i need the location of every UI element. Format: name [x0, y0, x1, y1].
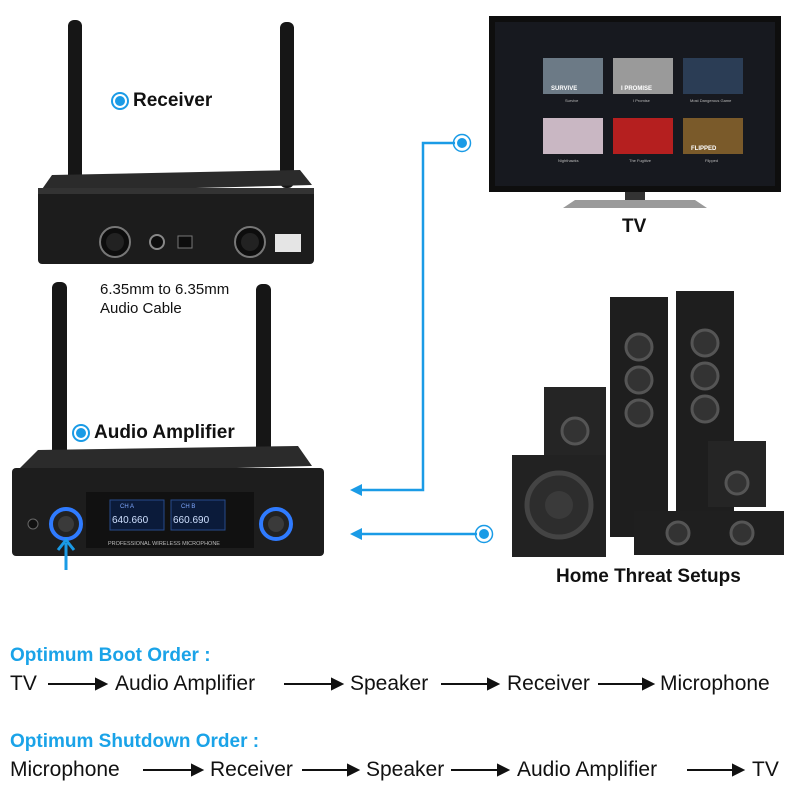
amplifier-marker-icon	[76, 428, 86, 438]
amp-brand: PROFESSIONAL WIRELESS MICROPHONE	[108, 541, 220, 547]
shutdown-step-2: Receiver	[210, 758, 293, 781]
boot-step-3: Speaker	[350, 672, 429, 695]
amplifier-label: Audio Amplifier	[94, 422, 235, 443]
speaker-connection-arrow	[350, 528, 362, 540]
tv-tile-4	[543, 118, 603, 154]
tv-caption-4: Nighthawks	[558, 158, 579, 163]
tv-tile-3	[683, 58, 743, 94]
tv-connection-dot	[455, 136, 469, 150]
receiver-label-group: Receiver	[115, 90, 212, 112]
tv-tile-5	[613, 118, 673, 154]
receiver-marker-icon	[115, 96, 125, 106]
boot-step-5: Microphone	[660, 672, 770, 695]
tv-caption-2: I Promise	[633, 98, 651, 103]
tv-tile-6-title: FLIPPED	[691, 146, 717, 152]
amplifier-antenna-left	[52, 282, 67, 460]
amplifier-device: CH A CH B 640.660 660.690 PROFESSIONAL W…	[12, 282, 324, 570]
tv-connection-line	[358, 141, 462, 492]
shutdown-order-title: Optimum Shutdown Order :	[10, 731, 260, 752]
tv-caption-1: Survive	[565, 98, 579, 103]
shutdown-step-2-wrap: Receiver	[210, 758, 293, 782]
amp-lcd-ch-a: CH A	[120, 504, 134, 510]
receiver-antenna-left	[68, 20, 82, 188]
cable-label-line-1: 6.35mm to 6.35mm	[100, 281, 230, 298]
shutdown-step-4: Audio Amplifier	[517, 758, 658, 781]
home-setup-label: Home Threat Setups	[556, 566, 741, 587]
tv-label: TV	[622, 216, 647, 237]
shutdown-step-5-wrap: TV	[752, 758, 779, 782]
tv-tile-1	[543, 58, 603, 94]
connection-lines	[350, 133, 494, 544]
boot-step-1: TV	[10, 672, 37, 695]
amp-lcd-ch-b: CH B	[181, 504, 195, 510]
tv-caption-3: Most Dangerous Game	[690, 98, 732, 103]
amp-lcd-freq-a: 640.660	[112, 515, 149, 526]
boot-step-4-wrap: Receiver	[507, 672, 590, 696]
boot-step-2-wrap: Audio Amplifier	[115, 672, 255, 696]
shutdown-step-1-wrap: Microphone	[10, 758, 120, 782]
speakers-device	[512, 291, 784, 557]
tv-caption-6: Flipped	[705, 158, 718, 163]
receiver-device	[38, 20, 314, 264]
tv-tile-1-title: SURVIVE	[551, 86, 577, 92]
cable-label: 6.35mm to 6.35mm Audio Cable	[100, 280, 229, 318]
tv-device: SURVIVE I PROMISE FLIPPED Survive I Prom…	[489, 16, 781, 208]
tv-tile-2	[613, 58, 673, 94]
amplifier-label-group: Audio Amplifier	[76, 422, 235, 444]
tv-caption-5: The Fugitive	[629, 158, 652, 163]
amp-power-button	[27, 518, 39, 530]
tv-tile-2-title: I PROMISE	[621, 86, 652, 92]
receiver-label: Receiver	[133, 90, 213, 111]
tv-connection-arrow	[350, 484, 362, 496]
boot-step-2: Audio Amplifier	[115, 672, 256, 695]
receiver-antenna-right	[280, 22, 294, 188]
speaker-center	[634, 511, 784, 555]
boot-step-4: Receiver	[507, 672, 590, 695]
shutdown-step-5: TV	[752, 758, 779, 781]
shutdown-step-3-wrap: Speaker	[366, 758, 444, 782]
amplifier-antenna-right	[256, 284, 271, 460]
speaker-connection-dot	[477, 527, 491, 541]
boot-step-3-wrap: Speaker	[350, 672, 428, 696]
amp-lcd-freq-b: 660.690	[173, 515, 210, 526]
cable-label-line-2: Audio Cable	[100, 300, 182, 317]
boot-order-row: TV	[10, 672, 37, 696]
order-arrows	[48, 677, 746, 777]
boot-order-title: Optimum Boot Order :	[10, 645, 211, 666]
shutdown-step-4-wrap: Audio Amplifier	[517, 758, 657, 782]
boot-step-5-wrap: Microphone	[660, 672, 770, 696]
tv-tile-6	[683, 118, 743, 154]
shutdown-step-3: Speaker	[366, 758, 445, 781]
shutdown-step-1: Microphone	[10, 758, 120, 781]
